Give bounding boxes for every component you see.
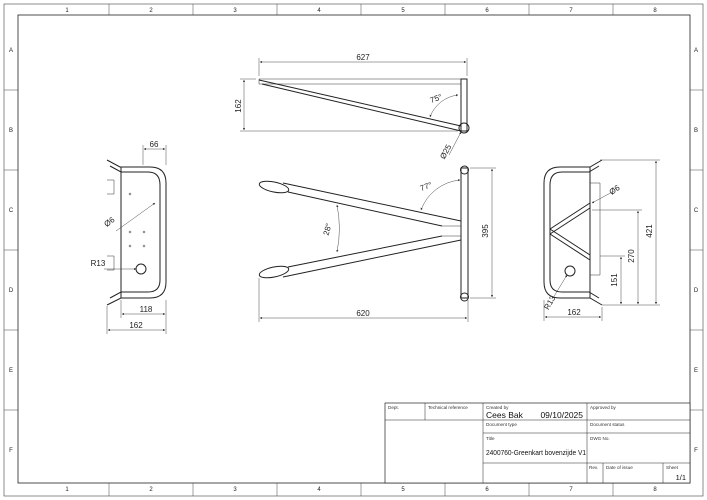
row-label-f: F	[9, 448, 13, 454]
dim-left-top-width: 66	[150, 140, 159, 149]
col-label-6: 6	[485, 8, 489, 14]
dim-front-height: 395	[481, 224, 490, 238]
col-label-5: 5	[401, 8, 405, 14]
dim-right-hole: Ø6	[608, 183, 622, 197]
row-label-e: E	[9, 368, 13, 374]
dim-front-angle-outer: 77°	[419, 180, 433, 193]
front-view-vertical-tube	[460, 167, 469, 299]
col-label-7: 7	[569, 8, 573, 14]
col-label-7-bottom: 7	[569, 487, 573, 493]
row-label-c: C	[9, 208, 14, 214]
tb-doc-type-label: Document type	[486, 422, 517, 427]
dim-right-height-low: 151	[610, 273, 619, 287]
left-view-hole-large	[135, 263, 147, 275]
dim-top-length: 627	[356, 53, 370, 62]
dim-top-angle: 75°	[429, 92, 443, 105]
row-label-c-right: C	[694, 208, 699, 214]
row-label-f-right: F	[694, 448, 698, 454]
col-label-4: 4	[317, 8, 321, 14]
dim-front-width: 620	[356, 309, 370, 318]
col-label-1: 1	[65, 8, 69, 14]
col-label-8: 8	[653, 8, 657, 14]
dim-left-bottom-outer: 162	[129, 321, 143, 330]
title-block: Dept. Technical reference Created by Cee…	[384, 402, 691, 484]
tb-title: 2400760-Greenkart bovenzijde V1	[486, 448, 586, 457]
tb-dwg-no-label: DWG No.	[590, 436, 610, 441]
top-view-top-rail	[259, 78, 461, 85]
row-label-d: D	[9, 288, 14, 294]
dim-top-tube-diameter: Ø25	[438, 143, 453, 161]
col-label-2-bottom: 2	[149, 487, 153, 493]
tb-date-issue-label: Date of issue	[606, 465, 633, 470]
dim-right-width: 162	[567, 308, 581, 317]
col-label-4-bottom: 4	[317, 487, 321, 493]
col-label-3-bottom: 3	[233, 487, 237, 493]
tb-title-label: Title	[486, 436, 495, 441]
col-label-2: 2	[149, 8, 153, 14]
front-view-lower-arm	[282, 235, 462, 278]
sheet-border: 1 2 3 4 5 6 7 8 1 2 3 4 5 6 7 8 A B C D …	[3, 3, 704, 497]
row-label-b: B	[9, 128, 13, 134]
tb-tech-ref-label: Technical reference	[428, 405, 468, 410]
tb-doc-status-label: Document status	[590, 422, 625, 427]
dim-left-radius: R13	[91, 259, 106, 268]
dim-right-height-mid: 270	[627, 249, 636, 263]
col-label-6-bottom: 6	[485, 487, 489, 493]
row-label-a: A	[9, 48, 13, 54]
dim-front-angle-inner: 28°	[322, 222, 334, 236]
tb-created-by-label: Created by	[486, 405, 509, 410]
col-label-8-bottom: 8	[653, 487, 657, 493]
tb-approved-by-label: Approved by	[590, 405, 616, 410]
tb-sheet: 1/1	[676, 473, 686, 482]
front-view-upper-tube-end	[258, 180, 290, 194]
row-label-b-right: B	[694, 128, 698, 134]
dim-left-bottom-inner: 118	[140, 305, 153, 314]
tb-rev-label: Rev.	[589, 465, 598, 470]
left-side-view: 66 Ø6 R13 118 162	[91, 140, 167, 334]
tb-created-date: 09/10/2025	[540, 410, 583, 420]
top-view-diagonal-tube	[258, 79, 462, 132]
dim-right-height-total: 421	[645, 224, 654, 238]
tb-created-by: Cees Bak	[486, 410, 524, 420]
tb-sheet-label: Sheet	[666, 465, 679, 470]
top-view-upright	[460, 78, 468, 132]
right-view-hole-large	[564, 265, 576, 277]
row-label-a-right: A	[694, 48, 698, 54]
right-side-view: Ø6 421 270 151 R13 162	[542, 159, 660, 321]
front-view-upper-arm	[282, 182, 462, 227]
tb-dept-label: Dept.	[388, 405, 399, 410]
dim-left-hole: Ø6	[102, 215, 116, 229]
front-view: 77° 28° 395 620	[258, 165, 496, 322]
top-view-tube-end	[458, 122, 470, 134]
col-label-1-bottom: 1	[65, 487, 69, 493]
dim-top-height: 162	[234, 99, 243, 113]
col-label-3: 3	[233, 8, 237, 14]
row-label-d-right: D	[694, 288, 699, 294]
row-label-e-right: E	[694, 368, 698, 374]
top-view: 627 162 75° Ø25	[234, 53, 470, 161]
dim-right-radius: R13	[542, 294, 557, 312]
front-view-lower-tube-end	[258, 265, 290, 279]
right-view-v-brace	[549, 202, 591, 261]
col-label-5-bottom: 5	[401, 487, 405, 493]
right-view-outer-frame	[543, 159, 603, 306]
left-view-outer-frame	[106, 159, 167, 306]
